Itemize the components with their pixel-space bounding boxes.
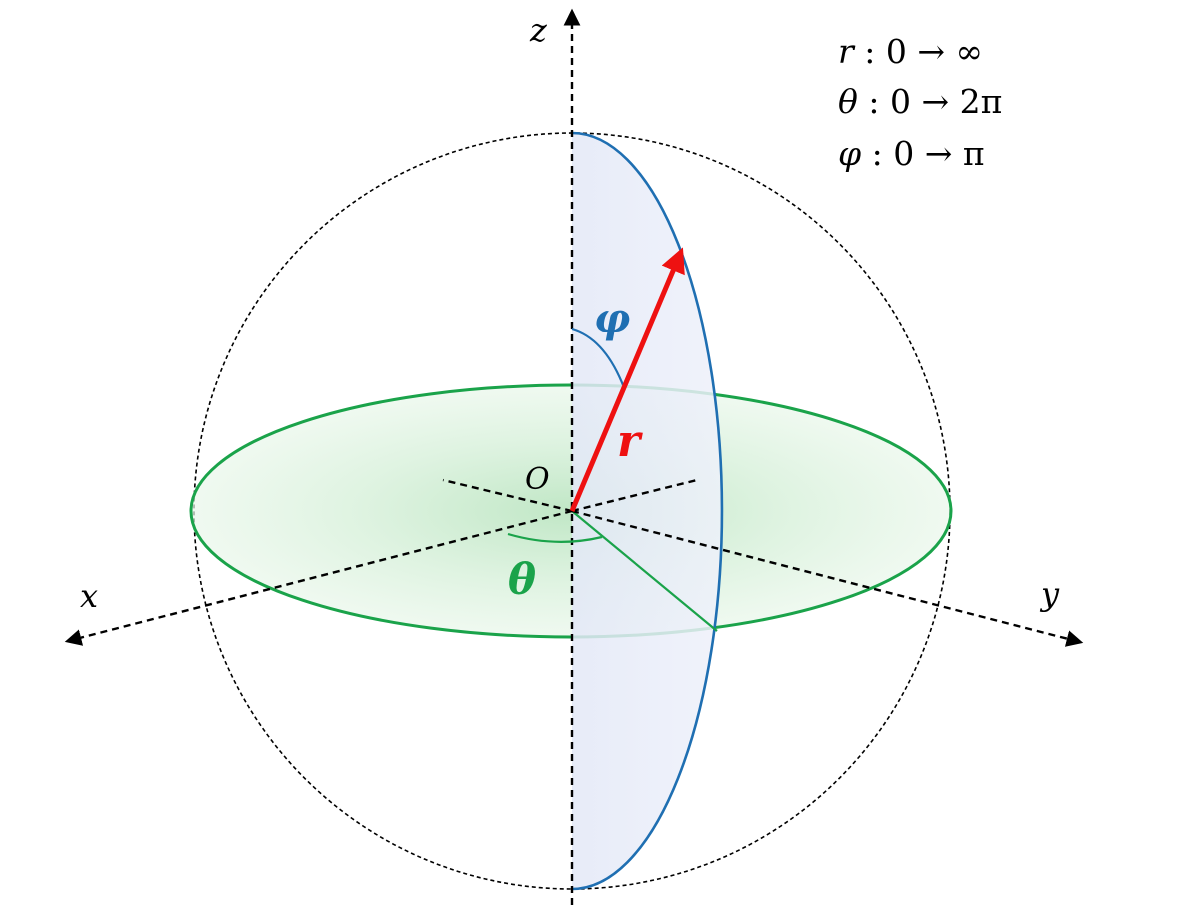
range-r-var: r <box>838 32 856 71</box>
radius-vector <box>569 247 685 512</box>
y-axis-label: y <box>1039 575 1060 613</box>
y-axis <box>571 509 1084 647</box>
meridian-arc <box>571 131 724 891</box>
phi-angle-arc <box>571 327 625 386</box>
projection-line <box>571 510 718 632</box>
theta-angle-arc <box>507 532 603 543</box>
phi-label: φ <box>594 295 630 342</box>
origin-label: O <box>525 462 550 497</box>
range-r: r : 0 → ∞ <box>838 32 983 71</box>
theta-label: θ <box>508 555 536 604</box>
ranges-legend: r : 0 → ∞ θ : 0 → 2π φ : 0 → π <box>838 32 1002 173</box>
range-phi-rest: : 0 → π <box>861 134 984 173</box>
range-theta-rest: : 0 → 2π <box>858 82 1002 121</box>
y-axis-negative <box>442 478 573 513</box>
z-axis-label: z <box>529 11 548 49</box>
x-axis-label: x <box>80 577 98 615</box>
meridian-half-disc <box>572 133 722 889</box>
range-phi-var: φ <box>838 134 861 173</box>
range-r-rest: : 0 → ∞ <box>854 32 983 71</box>
r-label: r <box>617 416 643 467</box>
range-theta-var: θ <box>838 82 858 121</box>
range-phi: φ : 0 → π <box>838 134 985 173</box>
range-theta: θ : 0 → 2π <box>838 82 1002 121</box>
x-axis-negative <box>571 478 698 513</box>
x-axis <box>64 509 573 646</box>
